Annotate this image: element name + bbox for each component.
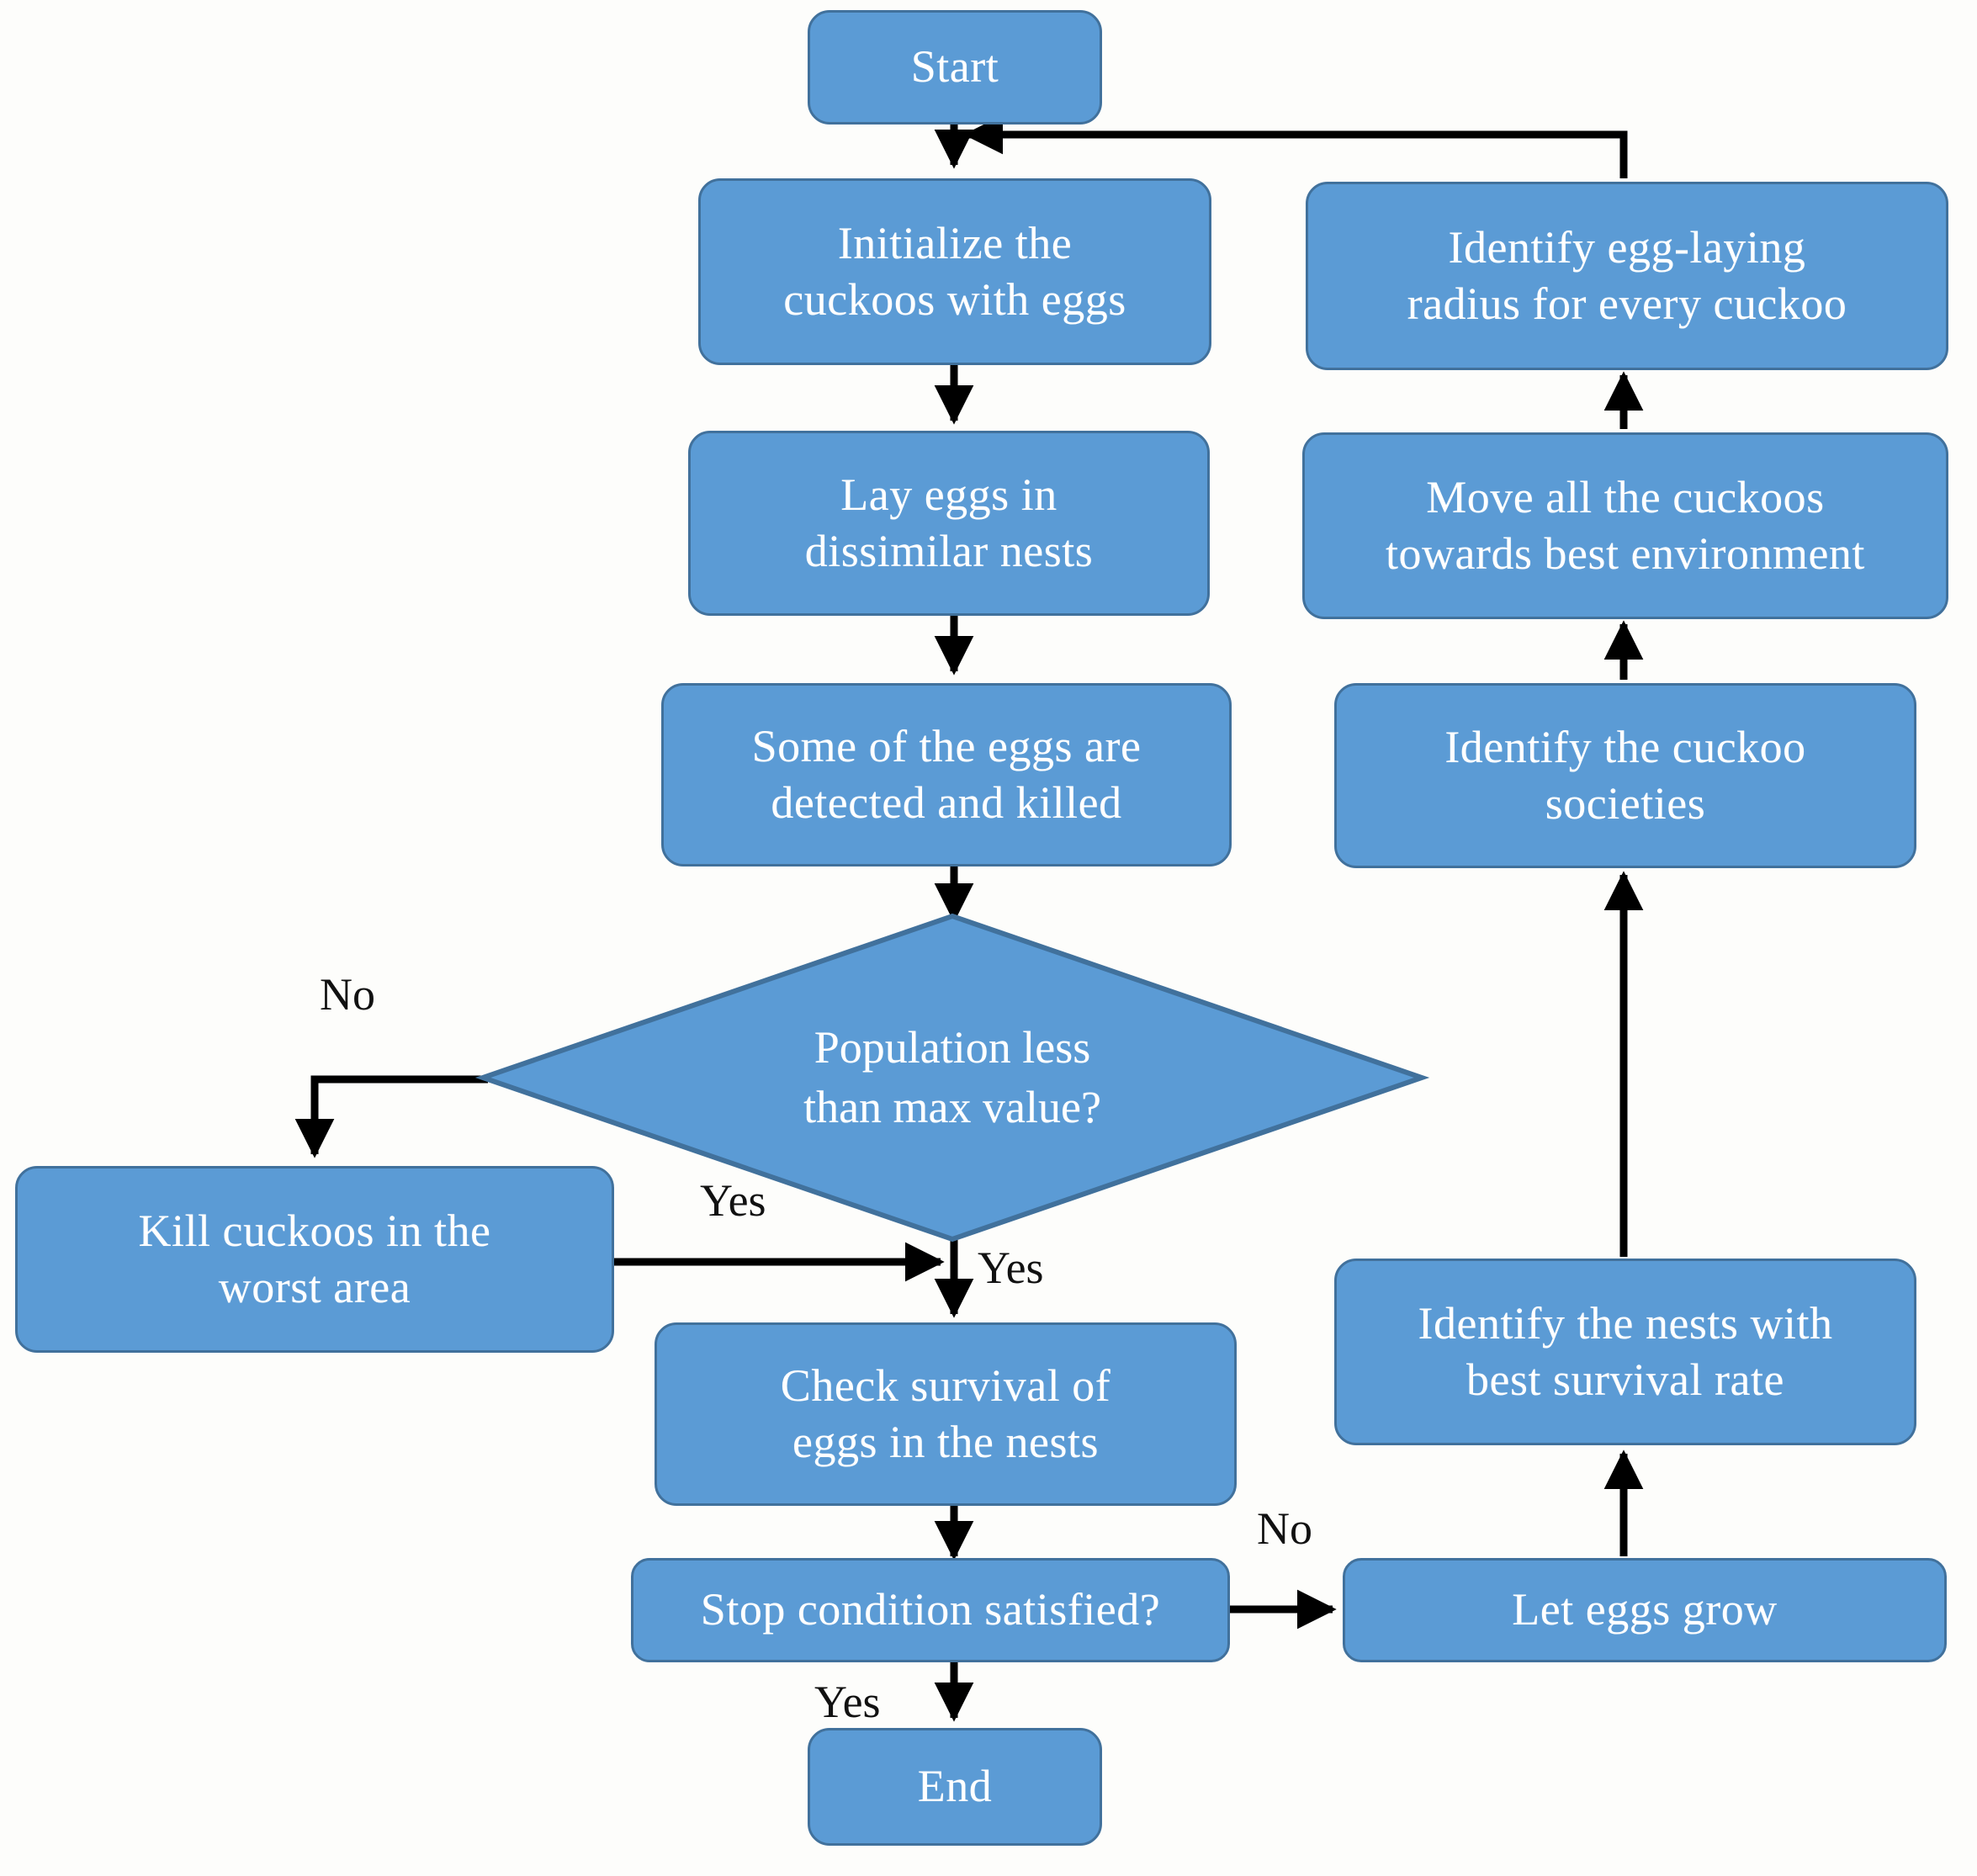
edge-radius-to-initialize	[963, 114, 1628, 178]
node-move-cuckoos-label: Move all the cuckoos towards best enviro…	[1386, 471, 1865, 580]
edge-label-population-yes: Yes	[700, 1175, 766, 1226]
node-kill-cuckoos[interactable]: Kill cuckoos in the worst area	[15, 1166, 614, 1353]
decision-diamond-shape	[474, 913, 1430, 1243]
node-population-decision[interactable]: Population less than max value?	[474, 913, 1430, 1243]
node-check-survival[interactable]: Check survival of eggs in the nests	[655, 1322, 1237, 1506]
node-some-eggs-detected[interactable]: Some of the eggs are detected and killed	[661, 683, 1232, 866]
node-initialize[interactable]: Initialize the cuckoos with eggs	[698, 178, 1211, 365]
node-identify-nests-label: Identify the nests with best survival ra…	[1418, 1297, 1833, 1406]
node-identify-radius[interactable]: Identify egg-laying radius for every cuc…	[1306, 182, 1948, 370]
node-identify-radius-label: Identify egg-laying radius for every cuc…	[1407, 221, 1847, 330]
node-check-survival-label: Check survival of eggs in the nests	[780, 1359, 1111, 1468]
node-lay-eggs-label: Lay eggs in dissimilar nests	[804, 469, 1094, 577]
node-identify-societies[interactable]: Identify the cuckoo societies	[1334, 683, 1916, 868]
node-stop-condition-label: Stop condition satisfied?	[700, 1584, 1161, 1635]
node-identify-nests[interactable]: Identify the nests with best survival ra…	[1334, 1259, 1916, 1445]
node-initialize-label: Initialize the cuckoos with eggs	[783, 217, 1126, 326]
edge-label-stop-yes: Yes	[814, 1677, 881, 1727]
node-start[interactable]: Start	[808, 10, 1102, 125]
edge-label-stop-no: No	[1257, 1503, 1312, 1554]
node-move-cuckoos[interactable]: Move all the cuckoos towards best enviro…	[1302, 432, 1948, 619]
node-stop-condition[interactable]: Stop condition satisfied?	[631, 1558, 1230, 1662]
node-kill-cuckoos-label: Kill cuckoos in the worst area	[138, 1205, 491, 1313]
node-start-label: Start	[910, 41, 999, 93]
node-lay-eggs[interactable]: Lay eggs in dissimilar nests	[688, 431, 1210, 616]
node-end-label: End	[917, 1761, 993, 1812]
edge-label-population-no: No	[320, 969, 375, 1020]
node-let-eggs-grow[interactable]: Let eggs grow	[1343, 1558, 1947, 1662]
node-end[interactable]: End	[808, 1728, 1102, 1846]
node-let-eggs-grow-label: Let eggs grow	[1512, 1584, 1778, 1635]
edge-label-population-yes-down: Yes	[978, 1243, 1044, 1293]
edge-population-no-to-kill-cuckoos	[294, 1075, 488, 1158]
node-some-eggs-detected-label: Some of the eggs are detected and killed	[751, 720, 1142, 829]
node-identify-societies-label: Identify the cuckoo societies	[1444, 721, 1806, 829]
